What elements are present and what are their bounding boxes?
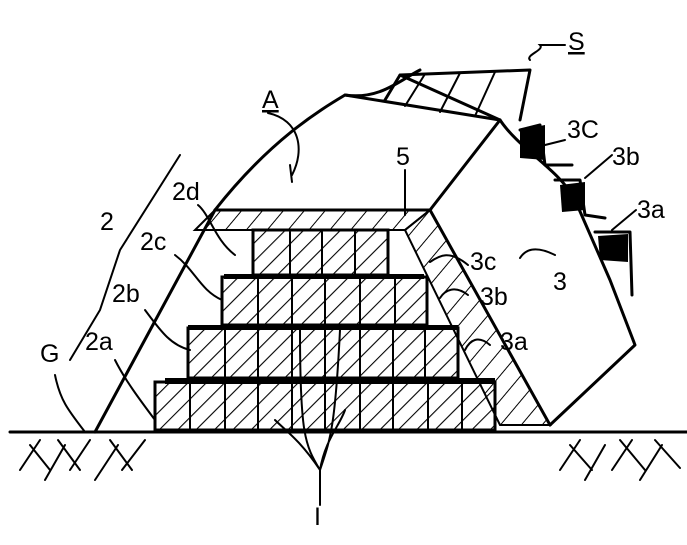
- label-2c: 2c: [140, 228, 166, 256]
- label-2: 2: [100, 208, 114, 236]
- label-1: I: [314, 503, 321, 531]
- label-2d: 2d: [172, 178, 200, 206]
- label-5: 5: [396, 143, 410, 171]
- label-3: 3: [553, 268, 567, 296]
- leader-lines: [54, 44, 637, 506]
- label-3a-top: 3a: [637, 196, 665, 224]
- label-2a: 2a: [85, 328, 113, 356]
- label-3b-top: 3b: [612, 143, 640, 171]
- block-tiers: [153, 228, 497, 432]
- ground: [8, 430, 687, 481]
- labels: S A 5 3C 3b 3a 2d 2c 2 2b 2a G 3c 3b 3 3…: [40, 28, 665, 531]
- label-2b: 2b: [112, 280, 140, 308]
- embankment: [93, 68, 637, 434]
- label-3C-top: 3C: [567, 116, 599, 144]
- label-3b: 3b: [480, 283, 508, 311]
- label-3c: 3c: [470, 248, 496, 276]
- label-G: G: [40, 340, 59, 368]
- label-3a: 3a: [500, 328, 528, 356]
- right-steps: [518, 123, 634, 297]
- label-S: S: [568, 28, 585, 56]
- label-A: A: [262, 86, 279, 114]
